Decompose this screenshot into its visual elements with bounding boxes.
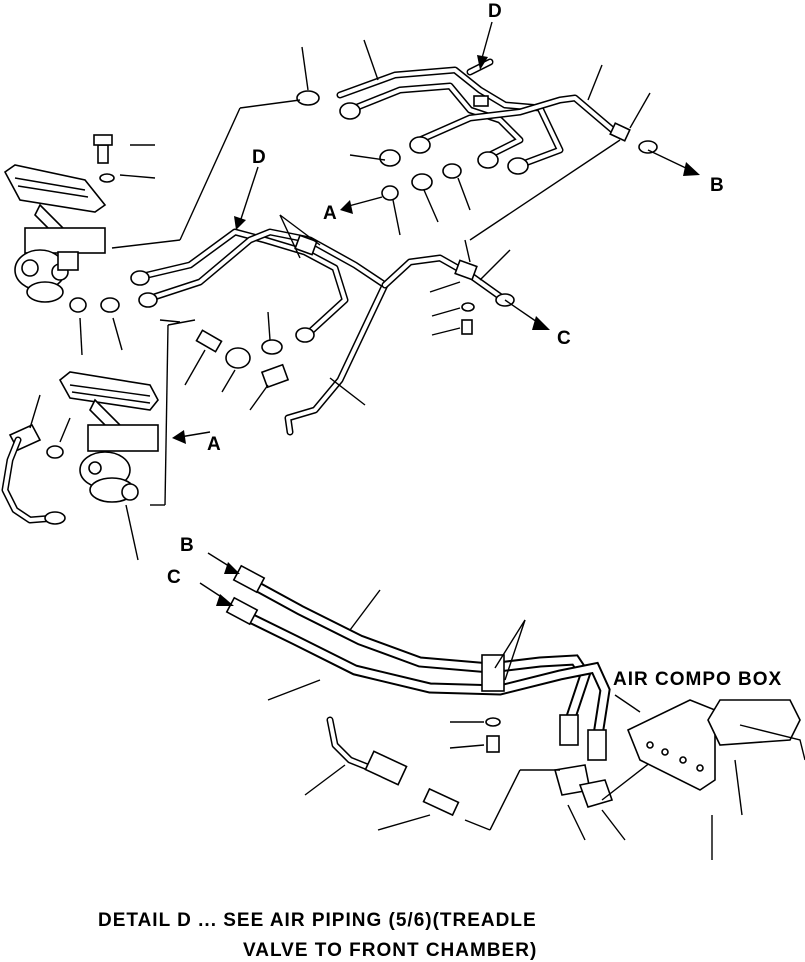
callout-a-mid: A <box>323 203 337 224</box>
callout-c-right: C <box>557 328 571 349</box>
air-compo-box-label: AIR COMPO BOX <box>613 669 782 690</box>
lower-treadle-valve <box>1 319 211 561</box>
upper-leaders <box>111 39 651 249</box>
callout-d-left: D <box>252 147 266 168</box>
callout-b-hose: B <box>180 535 194 556</box>
lower-left-fittings <box>304 716 460 831</box>
callout-c-hose: C <box>167 567 181 588</box>
upper-pipe-bundle <box>336 58 619 169</box>
callout-a-lower: A <box>207 434 221 455</box>
lower-leaders <box>199 552 661 841</box>
air-compo-box <box>614 694 805 860</box>
upper-fittings <box>296 90 658 201</box>
middle-fittings <box>184 329 290 411</box>
upper-treadle-valve <box>3 134 123 356</box>
callout-d-top: D <box>488 1 502 22</box>
caption-line-2: VALVE TO FRONT CHAMBER) <box>243 940 538 961</box>
middle-leaders <box>159 139 621 406</box>
callout-b-right: B <box>710 175 724 196</box>
lower-hoses <box>225 564 614 808</box>
middle-pipe-bundle <box>130 228 515 436</box>
caption-line-1: DETAIL D ... SEE AIR PIPING (5/6)(TREADL… <box>98 910 537 931</box>
callout-arrows-upper <box>234 21 700 230</box>
